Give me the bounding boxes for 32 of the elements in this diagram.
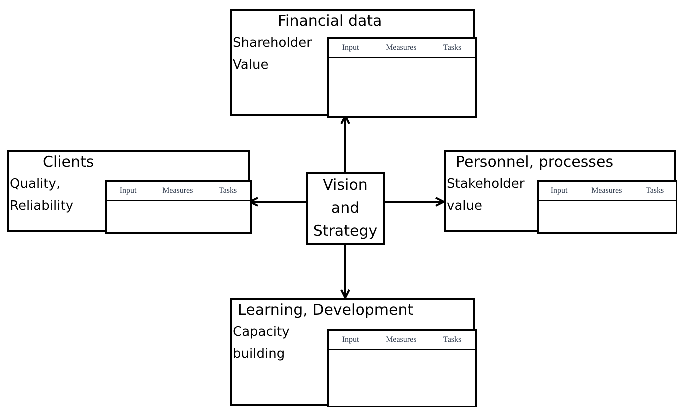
perspective-goal: Shareholder Value	[233, 35, 313, 75]
perspective-goal: Capacity building	[233, 324, 291, 364]
perspective-box	[230, 298, 475, 406]
column-header: Input	[120, 185, 137, 197]
table-panel	[327, 37, 477, 118]
perspective-box	[230, 9, 475, 116]
center-label: Vision and Strategy	[312, 175, 379, 242]
column-header: Tasks	[219, 185, 238, 197]
column-header: Measures	[162, 185, 194, 197]
column-header: Tasks	[444, 334, 462, 346]
column-header: Measures	[386, 334, 417, 346]
perspective-goal: Quality, Reliability	[10, 176, 75, 216]
perspective-goal: Stakeholder value	[447, 176, 526, 216]
perspective-title: Personnel, processes	[456, 153, 614, 171]
column-header: Input	[342, 334, 360, 346]
column-header: Tasks	[646, 185, 664, 197]
arrow	[385, 197, 445, 207]
table-panel	[105, 180, 252, 234]
column-header: Measures	[386, 42, 417, 54]
perspective-title: Learning, Development	[238, 301, 414, 319]
column-header: Input	[550, 185, 568, 197]
arrow	[340, 245, 350, 299]
perspective-box	[444, 150, 676, 232]
perspective-title: Financial data	[278, 12, 382, 30]
table-panel	[327, 329, 477, 407]
table-panel	[537, 180, 677, 234]
perspective-title: Clients	[43, 153, 94, 171]
perspective-box	[7, 150, 250, 232]
column-header: Input	[342, 42, 360, 54]
column-header: Tasks	[444, 42, 462, 54]
column-header: Measures	[592, 185, 622, 197]
center-box	[306, 172, 385, 245]
